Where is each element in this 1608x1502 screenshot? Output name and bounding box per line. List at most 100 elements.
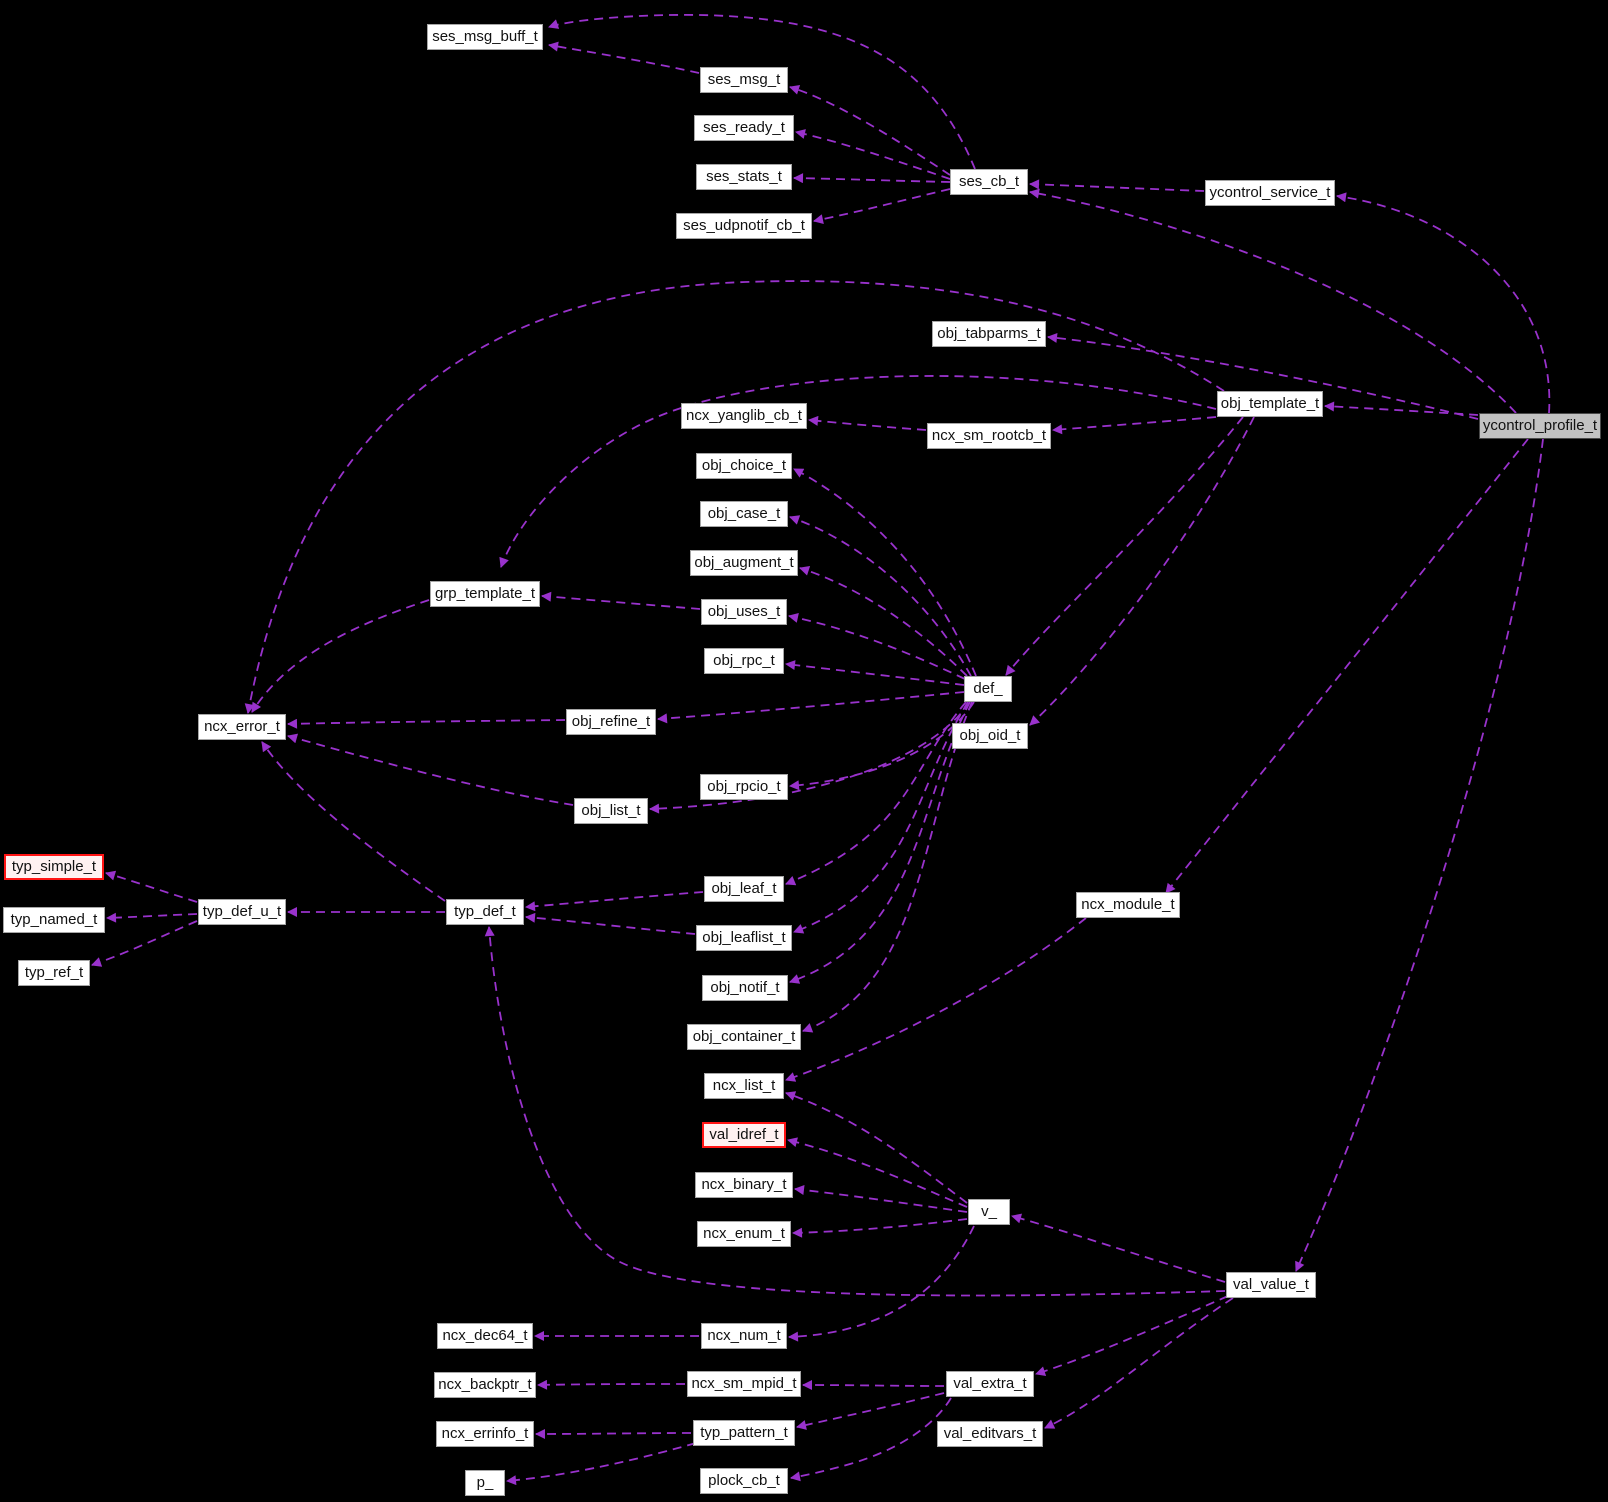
node-ses_udpnotif_cb_t[interactable]: ses_udpnotif_cb_t — [676, 213, 812, 239]
node-obj_choice_t[interactable]: obj_choice_t — [696, 453, 792, 479]
node-val_value_t[interactable]: val_value_t — [1226, 1272, 1316, 1298]
edge-ses_cb_t-to-ses_udpnotif_cb_t — [813, 188, 951, 225]
node-v_[interactable]: v_ — [968, 1199, 1010, 1225]
node-obj_leaf_t[interactable]: obj_leaf_t — [704, 876, 784, 902]
edge-def_-to-obj_choice_t — [793, 468, 977, 677]
node-typ_def_u_t[interactable]: typ_def_u_t — [198, 899, 286, 925]
edge-obj_list_t-to-ncx_error_t — [287, 733, 574, 806]
node-ycontrol_profile_t[interactable]: ycontrol_profile_t — [1479, 413, 1601, 439]
edge-val_value_t-to-typ_def_t — [484, 926, 1226, 1297]
node-ncx_num_t[interactable]: ncx_num_t — [701, 1323, 787, 1349]
edge-obj_leaflist_t-to-typ_def_t — [525, 912, 696, 935]
node-typ_ref_t[interactable]: typ_ref_t — [18, 960, 90, 986]
edge-obj_template_t-to-obj_oid_t — [1029, 416, 1255, 726]
edge-obj_refine_t-to-ncx_error_t — [287, 718, 566, 729]
edge-obj_template_t-to-def_ — [1005, 416, 1244, 676]
node-obj_notif_t[interactable]: obj_notif_t — [702, 975, 788, 1001]
edge-ses_cb_t-to-ses_ready_t — [795, 129, 951, 180]
edge-ses_cb_t-to-ses_stats_t — [793, 173, 951, 184]
edge-typ_def_u_t-to-typ_named_t — [106, 912, 198, 923]
edge-obj_leaf_t-to-typ_def_t — [525, 891, 704, 912]
edge-obj_template_t-to-ncx_sm_rootcb_t — [1052, 416, 1217, 435]
edge-def_-to-obj_augment_t — [799, 565, 968, 677]
node-ncx_yanglib_cb_t[interactable]: ncx_yanglib_cb_t — [681, 403, 807, 429]
node-grp_template_t[interactable]: grp_template_t — [430, 581, 540, 607]
node-ncx_sm_rootcb_t[interactable]: ncx_sm_rootcb_t — [927, 423, 1051, 449]
edge-ncx_module_t-to-ncx_list_t — [785, 917, 1087, 1082]
edge-def_-to-obj_case_t — [789, 515, 972, 677]
edge-v_-to-ncx_num_t — [788, 1225, 975, 1342]
node-obj_rpc_t[interactable]: obj_rpc_t — [704, 648, 784, 674]
edge-val_value_t-to-v_ — [1011, 1213, 1226, 1283]
edge-val_extra_t-to-plock_cb_t — [790, 1397, 952, 1482]
edge-ycontrol_profile_t-to-ses_cb_t — [1029, 188, 1517, 414]
edge-typ_def_u_t-to-typ_simple_t — [105, 870, 198, 903]
edge-val_value_t-to-val_extra_t — [1035, 1295, 1229, 1377]
node-ncx_backptr_t[interactable]: ncx_backptr_t — [434, 1372, 536, 1398]
node-obj_leaflist_t[interactable]: obj_leaflist_t — [696, 925, 792, 951]
edge-ses_cb_t-to-ses_msg_buff_t — [548, 13, 976, 170]
edge-ycontrol_profile_t-to-val_value_t — [1295, 438, 1544, 1272]
node-typ_pattern_t[interactable]: typ_pattern_t — [693, 1420, 795, 1446]
node-ncx_sm_mpid_t[interactable]: ncx_sm_mpid_t — [687, 1371, 801, 1397]
node-val_editvars_t[interactable]: val_editvars_t — [937, 1421, 1043, 1447]
edge-ses_msg_t-to-ses_msg_buff_t — [548, 41, 700, 74]
edge-v_-to-ncx_enum_t — [792, 1218, 968, 1238]
edge-obj_uses_t-to-grp_template_t — [541, 591, 701, 610]
node-ncx_list_t[interactable]: ncx_list_t — [704, 1073, 784, 1099]
node-ncx_enum_t[interactable]: ncx_enum_t — [697, 1221, 791, 1247]
node-typ_def_t[interactable]: typ_def_t — [446, 899, 524, 925]
node-ses_msg_t[interactable]: ses_msg_t — [700, 67, 788, 93]
edge-def_-to-obj_list_t — [649, 701, 971, 814]
edge-ncx_sm_mpid_t-to-ncx_backptr_t — [537, 1379, 686, 1390]
node-p_[interactable]: p_ — [465, 1470, 505, 1496]
edge-def_-to-obj_refine_t — [657, 691, 965, 724]
edge-obj_template_t-to-grp_template_t — [499, 375, 1217, 568]
node-ncx_dec64_t[interactable]: ncx_dec64_t — [437, 1323, 533, 1349]
edge-v_-to-val_idref_t — [787, 1137, 968, 1208]
node-obj_template_t[interactable]: obj_template_t — [1217, 391, 1323, 417]
edge-grp_template_t-to-ncx_error_t — [251, 599, 430, 713]
node-obj_tabparms_t[interactable]: obj_tabparms_t — [932, 321, 1046, 347]
edge-def_-to-obj_leaf_t — [785, 701, 967, 886]
edge-typ_pattern_t-to-ncx_errinfo_t — [535, 1428, 692, 1439]
node-ses_ready_t[interactable]: ses_ready_t — [694, 115, 794, 141]
node-ncx_binary_t[interactable]: ncx_binary_t — [695, 1172, 793, 1198]
node-obj_augment_t[interactable]: obj_augment_t — [690, 550, 798, 576]
node-ycontrol_service_t[interactable]: ycontrol_service_t — [1205, 180, 1335, 206]
edge-def_-to-obj_container_t — [802, 701, 973, 1033]
edge-typ_def_t-to-ncx_error_t — [261, 741, 446, 902]
node-obj_list_t[interactable]: obj_list_t — [574, 798, 648, 824]
node-obj_uses_t[interactable]: obj_uses_t — [701, 599, 787, 625]
edge-v_-to-ncx_binary_t — [794, 1185, 968, 1213]
node-obj_refine_t[interactable]: obj_refine_t — [566, 709, 656, 735]
node-def_[interactable]: def_ — [964, 676, 1012, 702]
node-plock_cb_t[interactable]: plock_cb_t — [700, 1468, 788, 1494]
node-ncx_errinfo_t[interactable]: ncx_errinfo_t — [436, 1421, 534, 1447]
edge-ycontrol_profile_t-to-obj_tabparms_t — [1047, 332, 1479, 420]
edge-ycontrol_service_t-to-ses_cb_t — [1029, 179, 1205, 192]
edge-v_-to-ncx_list_t — [785, 1091, 968, 1204]
edge-def_-to-obj_notif_t — [789, 701, 971, 984]
edge-obj_template_t-to-ncx_error_t — [244, 280, 1225, 714]
node-ses_stats_t[interactable]: ses_stats_t — [696, 164, 792, 190]
edge-val_extra_t-to-typ_pattern_t — [796, 1392, 945, 1430]
node-obj_case_t[interactable]: obj_case_t — [700, 501, 788, 527]
edge-ncx_sm_rootcb_t-to-ncx_yanglib_cb_t — [808, 415, 927, 431]
node-obj_container_t[interactable]: obj_container_t — [687, 1024, 801, 1050]
node-obj_rpcio_t[interactable]: obj_rpcio_t — [700, 774, 788, 800]
node-obj_oid_t[interactable]: obj_oid_t — [952, 723, 1028, 749]
node-typ_named_t[interactable]: typ_named_t — [3, 907, 105, 933]
node-ses_msg_buff_t[interactable]: ses_msg_buff_t — [427, 24, 543, 50]
edge-ycontrol_profile_t-to-ycontrol_service_t — [1336, 192, 1551, 414]
node-ses_cb_t[interactable]: ses_cb_t — [950, 169, 1028, 195]
node-val_idref_t[interactable]: val_idref_t — [702, 1122, 786, 1148]
edge-typ_pattern_t-to-p_ — [506, 1442, 697, 1486]
edge-typ_def_u_t-to-typ_ref_t — [91, 920, 198, 967]
node-val_extra_t[interactable]: val_extra_t — [946, 1371, 1034, 1397]
edge-def_-to-obj_uses_t — [788, 612, 966, 680]
node-ncx_module_t[interactable]: ncx_module_t — [1076, 892, 1180, 918]
node-ncx_error_t[interactable]: ncx_error_t — [198, 714, 286, 740]
node-typ_simple_t[interactable]: typ_simple_t — [4, 854, 104, 880]
